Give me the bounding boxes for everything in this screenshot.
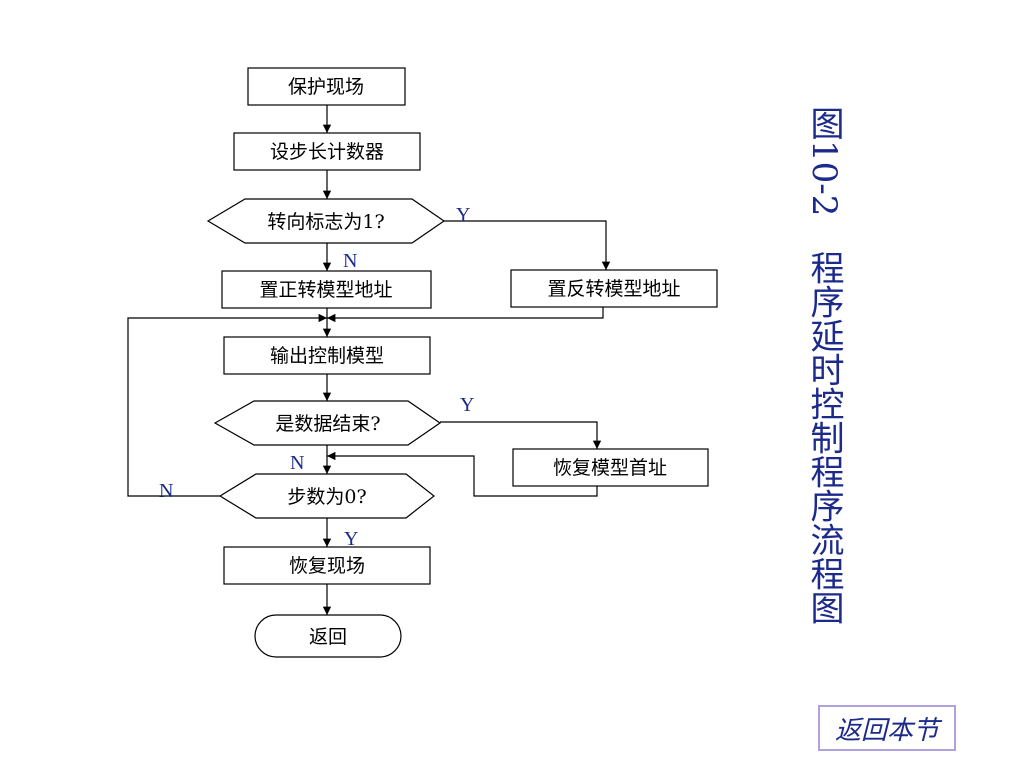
node-set-forward-addr (221, 270, 432, 309)
label-output-model: 输出控制模型 (270, 345, 384, 367)
edge-restore-loop (327, 451, 598, 497)
edge-direction-yes (444, 220, 611, 270)
node-set-reverse-addr (510, 269, 718, 308)
label-step-zero: 步数为0? (287, 486, 366, 508)
edge-label-direction-yes: Y (456, 204, 470, 226)
back-to-section-label: 返回本节 (834, 715, 939, 746)
label-save-context: 保护现场 (288, 76, 364, 98)
label-direction-flag: 转向标志为1? (267, 211, 384, 233)
edge-label-direction-no: N (343, 250, 357, 272)
node-data-end (213, 400, 442, 446)
caption-title: 程序延时控制程序流程图 (804, 250, 844, 625)
node-return (254, 614, 402, 658)
label-set-forward-addr: 置正转模型地址 (259, 279, 392, 301)
edge-step-zero-no (127, 313, 327, 497)
edge-label-step-zero-no: N (159, 480, 173, 502)
node-restore-model-addr (512, 448, 709, 487)
node-output-model (223, 336, 431, 375)
edge-data-end-yes (440, 421, 602, 449)
label-data-end: 是数据结束? (275, 413, 380, 435)
caption-number: 10-2 (804, 140, 844, 217)
back-to-section-button[interactable]: 返回本节 (818, 705, 956, 751)
caption-gap (804, 216, 844, 250)
node-save-context (247, 67, 406, 106)
figure-caption: 图10-2 程序延时控制程序流程图 (804, 106, 844, 625)
edge-label-data-end-yes: Y (460, 394, 474, 416)
label-restore-context: 恢复现场 (289, 555, 365, 577)
edge-label-step-zero-yes: Y (344, 528, 358, 550)
edge-reverse-to-output (327, 307, 604, 323)
label-set-reverse-addr: 置反转模型地址 (547, 278, 680, 300)
edge-label-data-end-no: N (290, 452, 304, 474)
label-restore-model-addr: 恢复模型首址 (553, 457, 667, 479)
label-set-step-counter: 设步长计数器 (270, 141, 384, 163)
node-step-zero (218, 473, 435, 519)
node-set-step-counter (233, 132, 421, 171)
caption-prefix: 图 (804, 106, 844, 140)
label-return: 返回 (309, 626, 347, 648)
